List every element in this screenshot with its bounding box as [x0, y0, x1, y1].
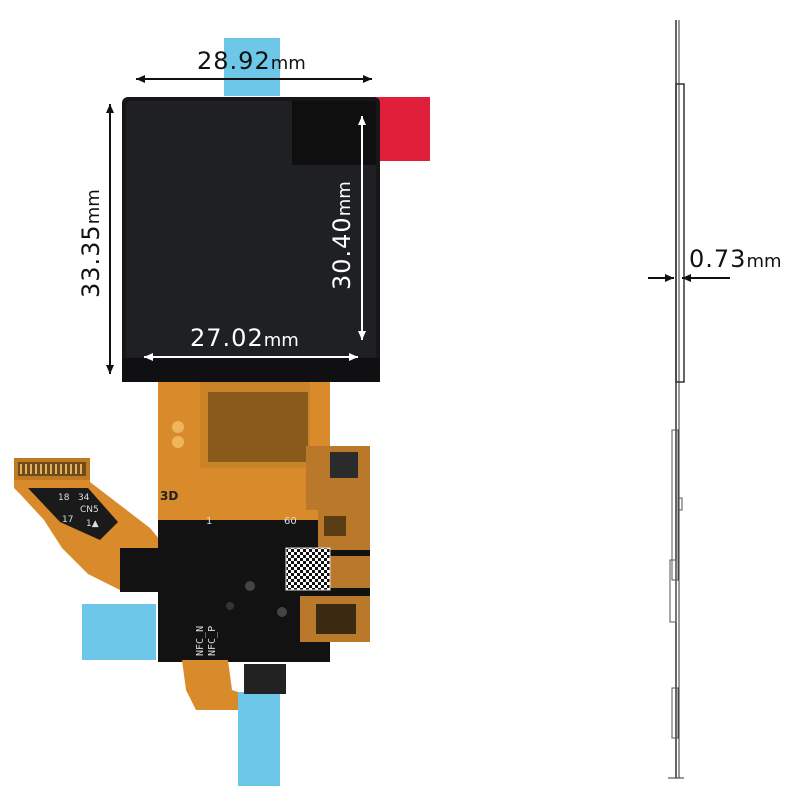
fpc-pin-34: 34	[78, 493, 90, 503]
blue-tape-bottom	[238, 692, 280, 786]
dim-inner-width-value: 27.02	[190, 324, 264, 352]
side-profile	[668, 20, 685, 779]
fpc-mark-1: 1	[206, 516, 212, 527]
dim-thickness-value: 0.73	[689, 245, 747, 273]
fpc-mark-60: 60	[284, 516, 297, 527]
dim-top-width-value: 28.92	[197, 47, 271, 75]
fpc-nfc-p: NFC_P	[207, 626, 218, 656]
dim-inner-width-unit: mm	[263, 330, 299, 351]
fpc-nfc-n: NFC_N	[195, 626, 206, 656]
connector-pins	[20, 464, 82, 474]
fpc-pin-17: 17	[62, 515, 73, 525]
blue-tape-left	[82, 604, 156, 660]
dim-outer-height-label: 33.35mm	[77, 189, 105, 298]
fpc-pin-18: 18	[58, 493, 70, 503]
dim-thickness-unit: mm	[746, 251, 782, 272]
fpc-code-3d: 3D	[160, 489, 178, 503]
red-tape	[374, 97, 430, 161]
blue-tape-top	[224, 38, 280, 96]
dim-inner-height-value: 30.40	[328, 216, 356, 290]
fpc-cn5: CN5	[80, 505, 99, 515]
dim-top-width-label: 28.92mm	[197, 49, 306, 73]
dim-inner-height-unit: mm	[334, 181, 355, 217]
sensor-chip	[244, 664, 286, 694]
panel-corner-tape	[292, 101, 376, 165]
dim-thickness-label: 0.73mm	[689, 247, 782, 271]
fpc-pin-1: 1▲	[86, 519, 99, 529]
dim-inner-width-label: 27.02mm	[190, 326, 299, 350]
dim-top-width-unit: mm	[270, 53, 306, 74]
fpc-components	[168, 421, 370, 642]
qr-label	[285, 547, 331, 591]
dim-inner-height-label: 30.40mm	[328, 181, 356, 290]
dim-outer-height-value: 33.35	[77, 224, 105, 298]
dim-outer-height-unit: mm	[83, 189, 104, 225]
